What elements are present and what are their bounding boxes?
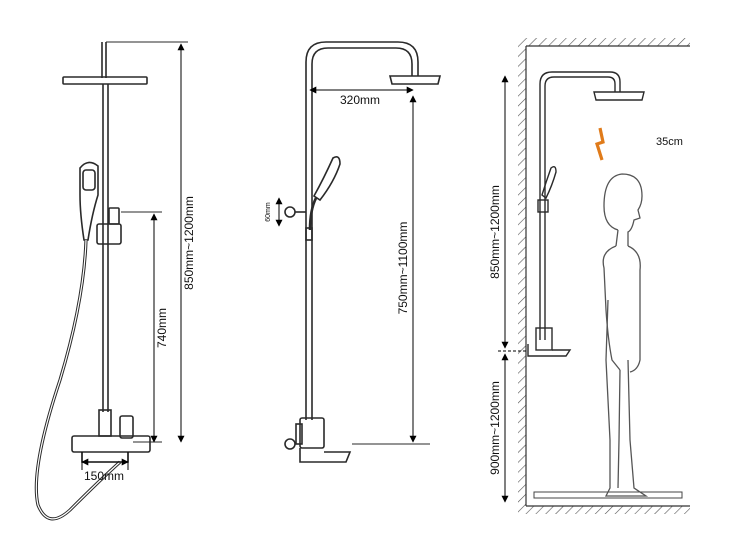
- install-shower-head: [593, 91, 645, 101]
- front-mixer-height-label: 740mm: [155, 308, 169, 348]
- front-handheld-shower: [79, 161, 99, 241]
- front-bracket-knob: [108, 207, 120, 225]
- side-view: [284, 41, 442, 463]
- side-shower-head: [388, 75, 442, 85]
- front-spout-width-label: 150mm: [84, 469, 124, 483]
- front-valve-stem: [98, 409, 112, 437]
- side-mixer-body: [299, 417, 325, 449]
- front-spout: [81, 452, 129, 463]
- side-arm-inner: [311, 47, 413, 420]
- install-head-clearance-label: 35cm: [656, 136, 683, 148]
- install-shower: [527, 71, 645, 357]
- human-silhouette-icon: [602, 173, 649, 497]
- side-mixer-lever: [295, 423, 303, 445]
- install-dimensions: [498, 75, 526, 503]
- front-mixer-body: [71, 435, 151, 453]
- install-head-height-label: 850mm~1200mm: [488, 185, 502, 279]
- front-mixer-handle: [119, 415, 134, 439]
- install-handheld: [541, 165, 557, 200]
- side-valve-spacing-label: 60mm: [265, 202, 272, 222]
- front-view: [34, 41, 188, 521]
- front-slide-bracket: [96, 223, 122, 245]
- side-valve-knob: [284, 206, 296, 218]
- side-hose: [308, 197, 318, 231]
- install-mixer: [535, 327, 553, 351]
- front-handheld-face: [82, 169, 96, 191]
- front-riser-pipe: [102, 84, 109, 412]
- front-total-height-label: 850mm~1200mm: [182, 196, 196, 290]
- side-handheld-shower: [312, 156, 341, 202]
- front-top-pipe: [101, 41, 188, 78]
- side-dimensions: [275, 86, 417, 443]
- install-mixer-height-label: 900mm~1200mm: [488, 381, 502, 475]
- side-arm-outer: [305, 41, 419, 420]
- zigzag-arrow-icon: [595, 127, 605, 161]
- side-spout: [299, 448, 352, 463]
- side-arm-reach-label: 320mm: [340, 93, 380, 107]
- front-shower-head: [62, 76, 148, 85]
- side-total-height-label: 750mm~1100mm: [396, 222, 410, 315]
- front-dimensions: [81, 43, 185, 470]
